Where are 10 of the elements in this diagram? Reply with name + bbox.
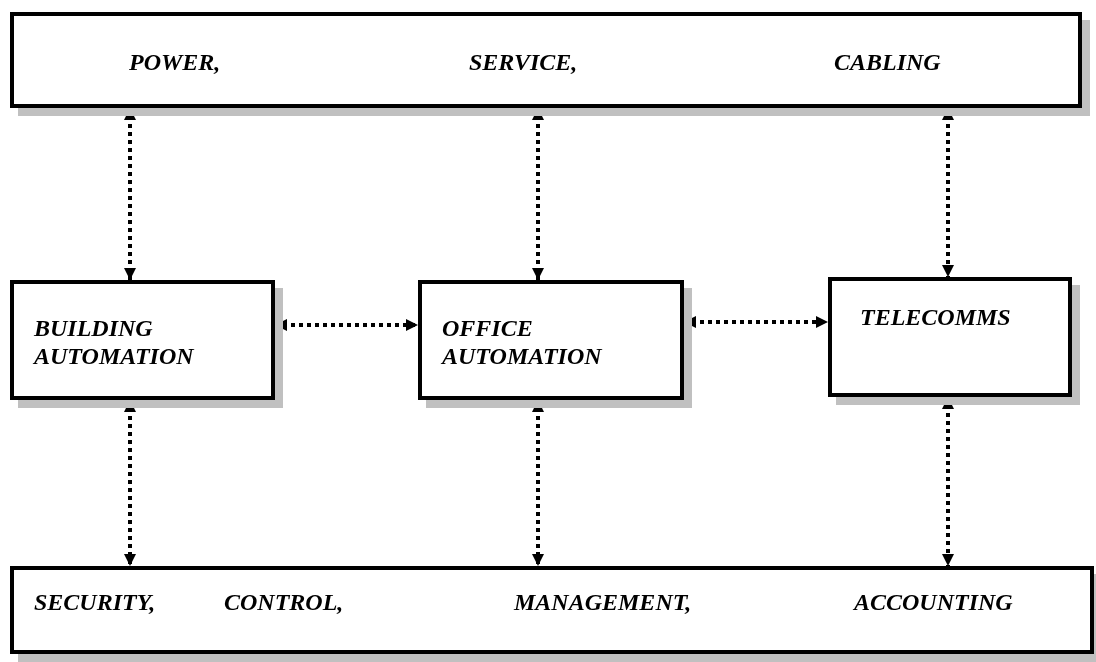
box-label: ACCOUNTING: [854, 588, 1013, 616]
box-label: CABLING: [834, 48, 941, 76]
box-label: SECURITY,: [34, 588, 156, 616]
box-label: TELECOMMS: [860, 303, 1011, 331]
box-label: MANAGEMENT,: [514, 588, 692, 616]
box-label: POWER,: [129, 48, 221, 76]
box-label: OFFICE AUTOMATION: [442, 314, 604, 370]
box-label: BUILDING AUTOMATION: [34, 314, 196, 370]
box-label: CONTROL,: [224, 588, 344, 616]
box-label: SERVICE,: [469, 48, 578, 76]
